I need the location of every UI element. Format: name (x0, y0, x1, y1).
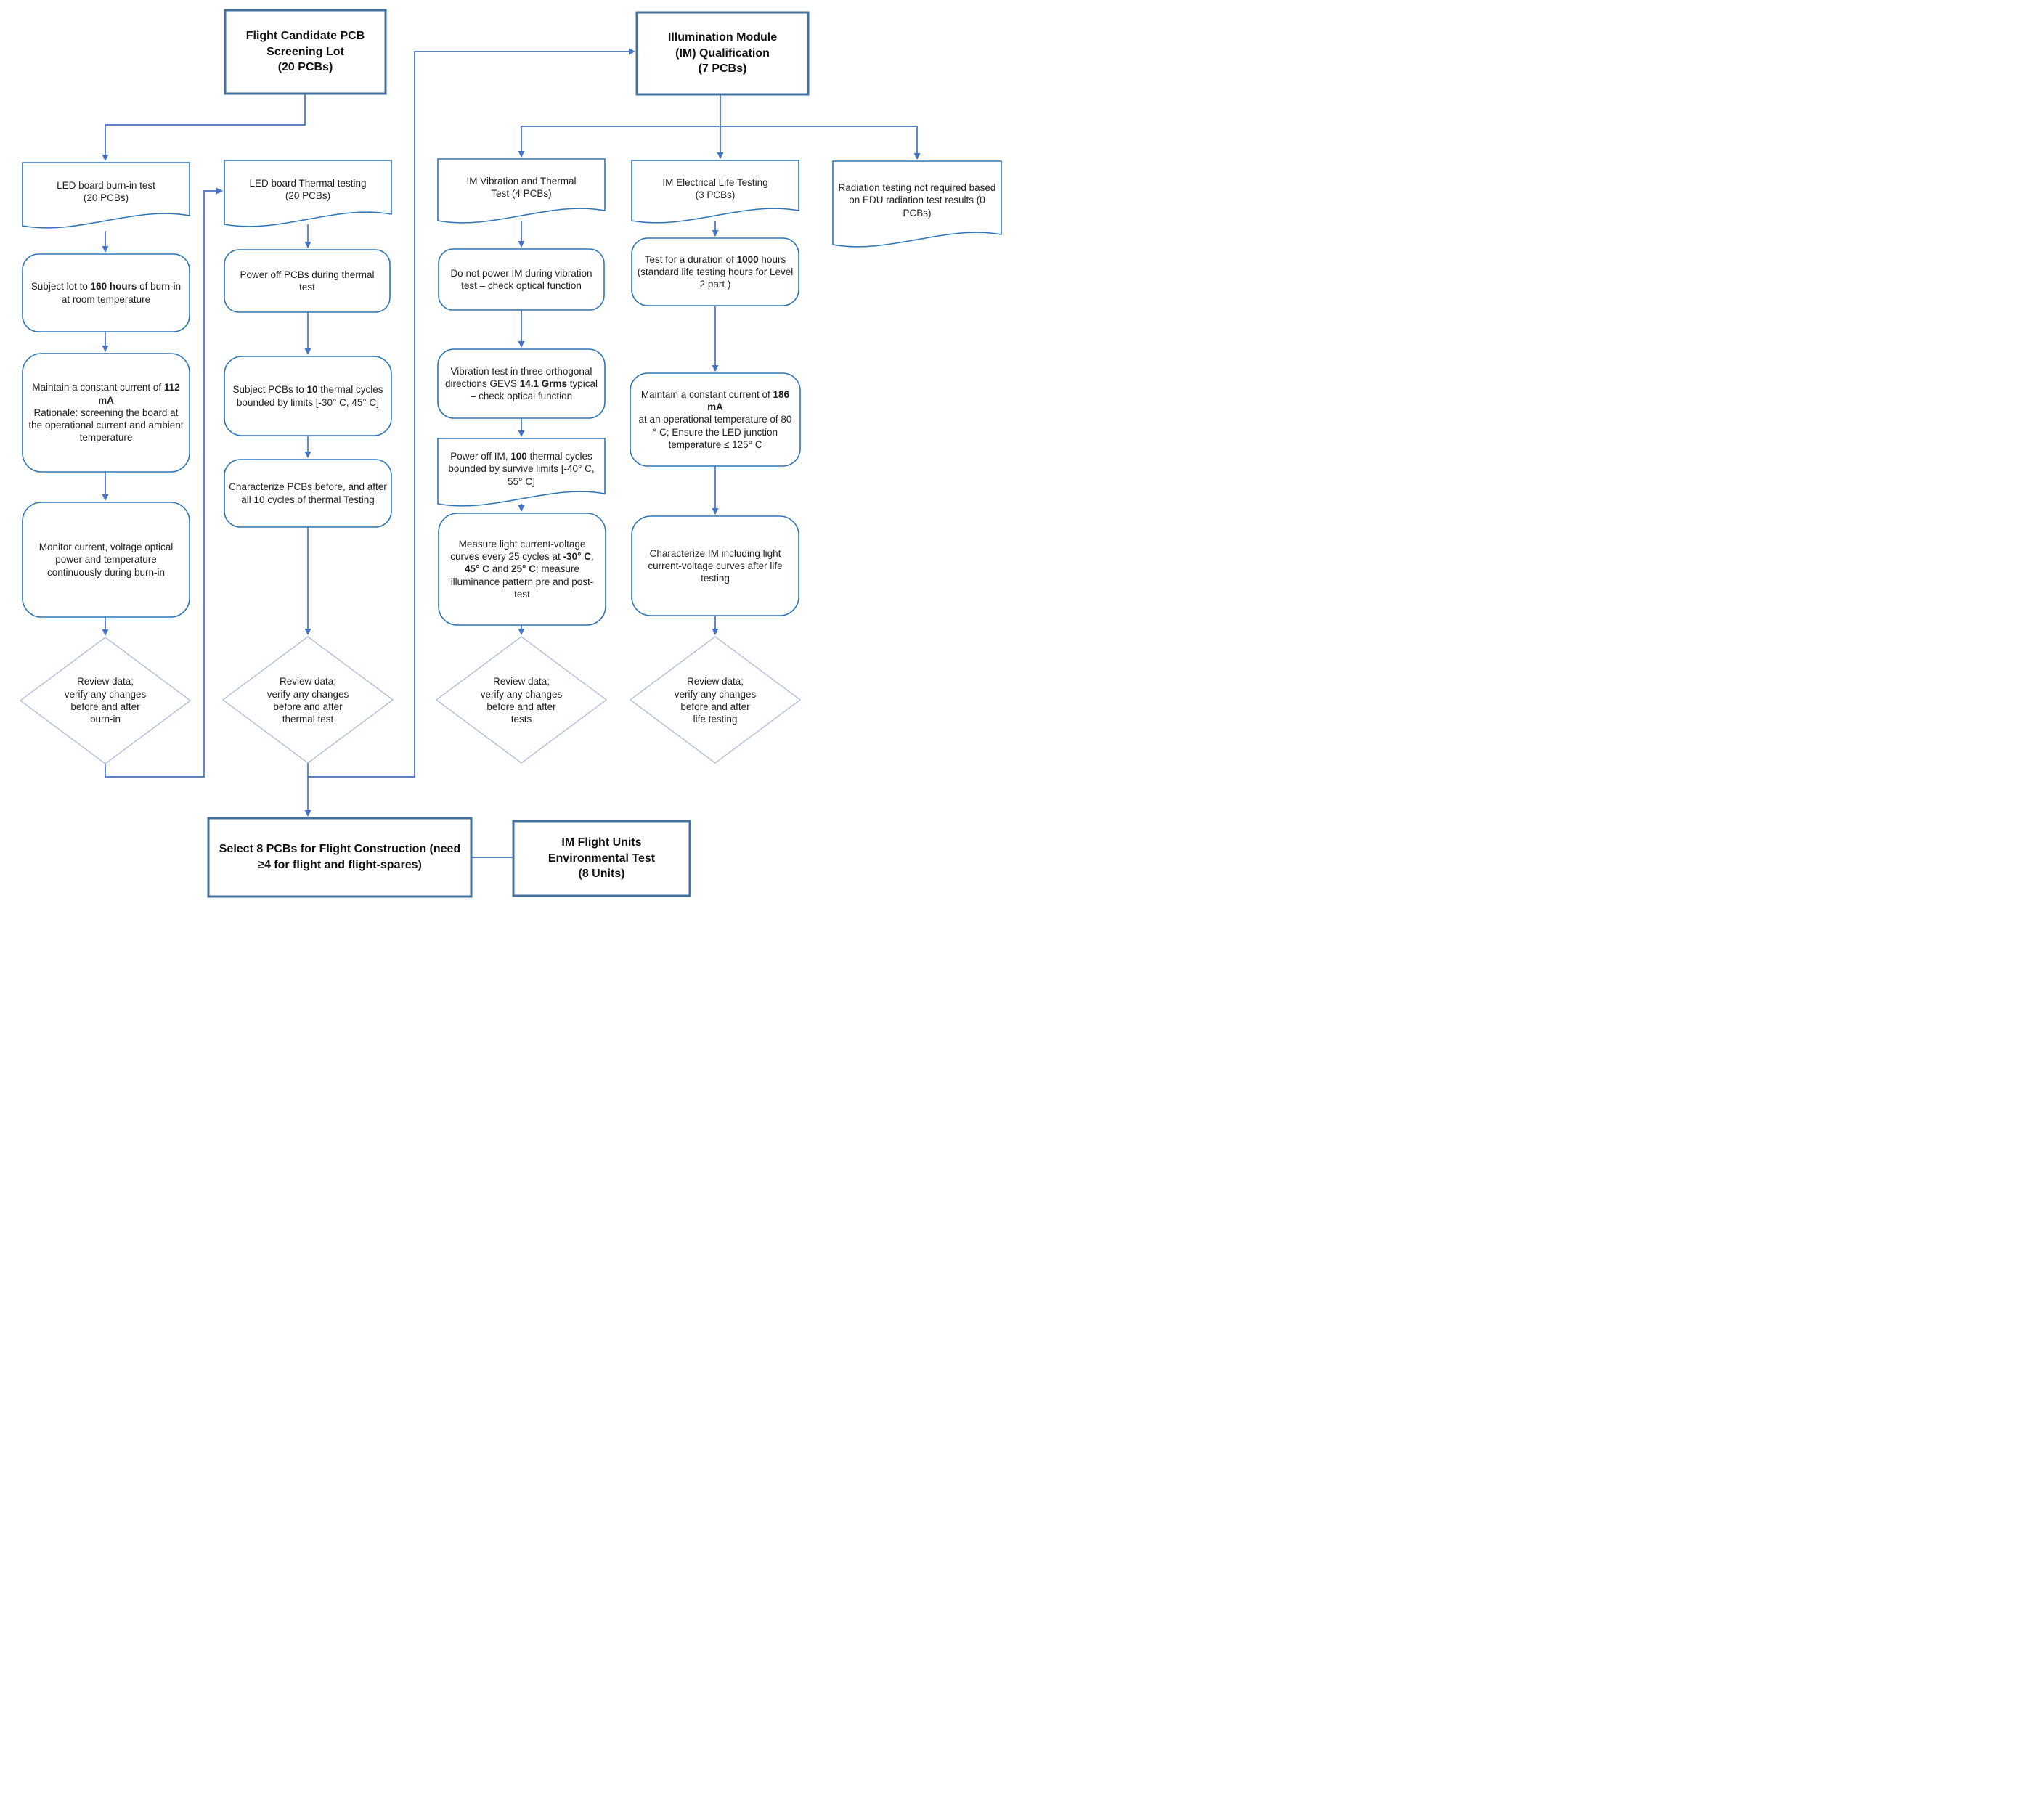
select-pcbs-box (207, 817, 473, 898)
vibration-no-power-shape (438, 248, 605, 311)
life-doc-shape (631, 160, 799, 224)
thermal-cycles-shape (224, 356, 392, 436)
thermal-doc-shape (224, 160, 392, 227)
life-duration-shape (631, 237, 799, 306)
connector-burnin-review-to-thermal (105, 187, 223, 778)
burn-in-current-shape (22, 353, 190, 473)
radiation-doc-shape (832, 160, 1002, 248)
vibration-doc-shape (437, 158, 606, 224)
screening-lot-box (224, 9, 387, 95)
burn-in-monitor-shape (22, 502, 190, 618)
life-review-diamond (629, 636, 802, 764)
flowchart-canvas: Flight Candidate PCB Screening Lot (20 P… (0, 0, 1014, 910)
burn-in-review-diamond (19, 637, 192, 764)
burn-in-duration-shape (22, 253, 190, 332)
thermal-review-diamond (221, 636, 394, 764)
thermal-power-off-shape (224, 249, 391, 313)
vibration-directions-shape (437, 348, 606, 419)
thermal-characterize-shape (224, 459, 392, 528)
vibration-review-diamond (435, 636, 608, 764)
life-current-shape (630, 372, 801, 467)
burn-in-doc-shape (22, 162, 190, 229)
flowchart-graphics (19, 9, 1002, 898)
im-qualification-box (635, 11, 810, 96)
connector-screening-to-burnin (102, 94, 306, 161)
connector-thermal-review-to-im-qualification (308, 48, 635, 778)
vibration-measure-shape (438, 513, 606, 626)
life-characterize-shape (631, 515, 799, 616)
vibration-thermal-cycles-doc-shape (437, 438, 606, 507)
im-flight-units-box (512, 820, 691, 897)
